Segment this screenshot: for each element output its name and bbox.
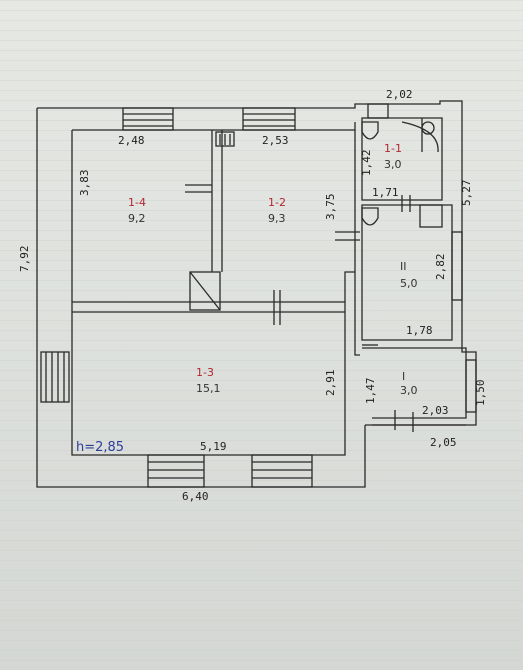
window-bottom-left-lines [148, 461, 204, 479]
room-II-id: II [400, 260, 407, 273]
toilet-fixture-2 [361, 207, 379, 226]
inner-wall-right-main [354, 130, 360, 356]
sink-fixture [419, 204, 443, 228]
door-mark-6 [394, 410, 414, 432]
window-left [40, 351, 70, 403]
dim-top-left-window: 2,48 [118, 134, 145, 147]
room-1-4-id: 1-4 [128, 196, 146, 209]
inner-wall-top [72, 122, 356, 131]
window-top-right [367, 103, 389, 119]
room-1-2-id: 1-2 [268, 196, 286, 209]
heater-fins [219, 134, 231, 145]
room-1-1-walls [361, 117, 443, 201]
dim-room1-inner: 2,03 [422, 404, 449, 417]
door-mark-1 [185, 184, 212, 193]
window-right-room-I [465, 359, 477, 413]
room-1-2-area: 9,3 [268, 212, 286, 225]
window-bottom-right-lines [252, 461, 312, 479]
heater-fixture [215, 131, 235, 147]
dim-right-total: 5,27 [460, 180, 473, 207]
window-right-room-II [451, 231, 463, 301]
dim-bottom-inner: 5,19 [200, 440, 227, 453]
ceiling-height-note: h=2,85 [76, 440, 124, 455]
room-1-1-area: 3,0 [384, 158, 402, 171]
room-I-area: 3,0 [400, 384, 418, 397]
room-1-3-area: 15,1 [196, 382, 221, 395]
window-bottom-left [147, 454, 205, 488]
dimension-labels: 2,48 2,53 2,02 7,92 3,83 3,75 5,27 1,71 … [18, 88, 487, 503]
dim-room14-height: 3,83 [78, 170, 91, 197]
wall-lines [36, 100, 477, 488]
window-top-mid [242, 107, 296, 131]
dim-room2-width: 1,78 [406, 324, 433, 337]
door-mark-4 [401, 195, 411, 212]
room-1-3-id: 1-3 [196, 366, 214, 379]
door-mark-2 [273, 290, 281, 325]
window-top-mid-lines [243, 113, 295, 127]
dim-room13-height: 2,91 [324, 370, 337, 397]
shower-drain [421, 121, 435, 135]
outer-wall-left-bottom [36, 108, 366, 488]
window-bottom-right [251, 454, 313, 488]
window-top-left [122, 107, 174, 131]
dim-left-total: 7,92 [18, 246, 31, 273]
inner-wall-left-bottom [71, 130, 355, 456]
dim-bottom-total: 6,40 [182, 490, 209, 503]
dim-top-mid-window: 2,53 [262, 134, 289, 147]
room-1-1-id: 1-1 [384, 142, 402, 155]
dim-top-right: 2,02 [386, 88, 413, 101]
window-top-left-lines [123, 113, 173, 127]
dim-room11-inner: 1,71 [372, 186, 399, 199]
toilet-fixture [361, 121, 379, 140]
door-mark-3 [335, 231, 360, 241]
stove-outline [189, 271, 221, 311]
outer-wall [37, 100, 477, 426]
dim-room1-outer: 2,05 [430, 436, 457, 449]
room-1-4-area: 9,2 [128, 212, 146, 225]
door-swing-arc [401, 121, 439, 153]
room-labels: 1-4 9,2 1-2 9,3 1-3 15,1 1-1 3,0 II 5,0 … [128, 142, 418, 397]
dim-room2-height: 2,82 [434, 254, 447, 281]
dim-room12-height: 3,75 [324, 194, 337, 221]
dim-room11-left: 1,42 [360, 150, 373, 177]
room-I-id: I [402, 370, 405, 383]
window-left-lines [45, 352, 65, 402]
stove-diagonal [189, 271, 221, 311]
room-I-walls [362, 347, 467, 419]
room-II-area: 5,0 [400, 277, 418, 290]
dim-room1-height: 1,47 [364, 378, 377, 405]
dim-room1-right: 1,50 [474, 380, 487, 407]
